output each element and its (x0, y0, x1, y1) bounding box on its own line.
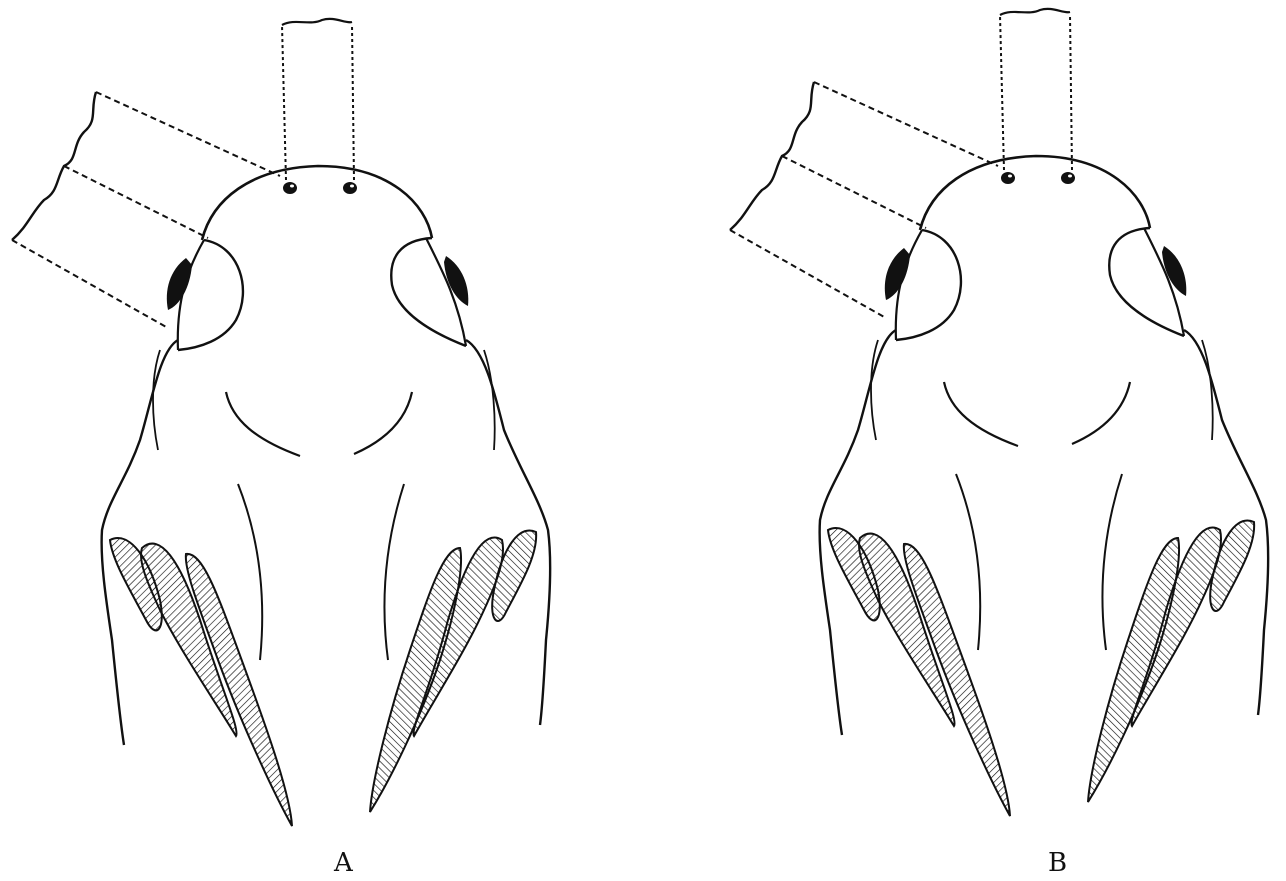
panel-a-specimen (12, 19, 550, 826)
panel-label-b: B (1048, 848, 1068, 878)
panel-label-a: A (334, 848, 354, 878)
panel-b-specimen (730, 9, 1268, 816)
